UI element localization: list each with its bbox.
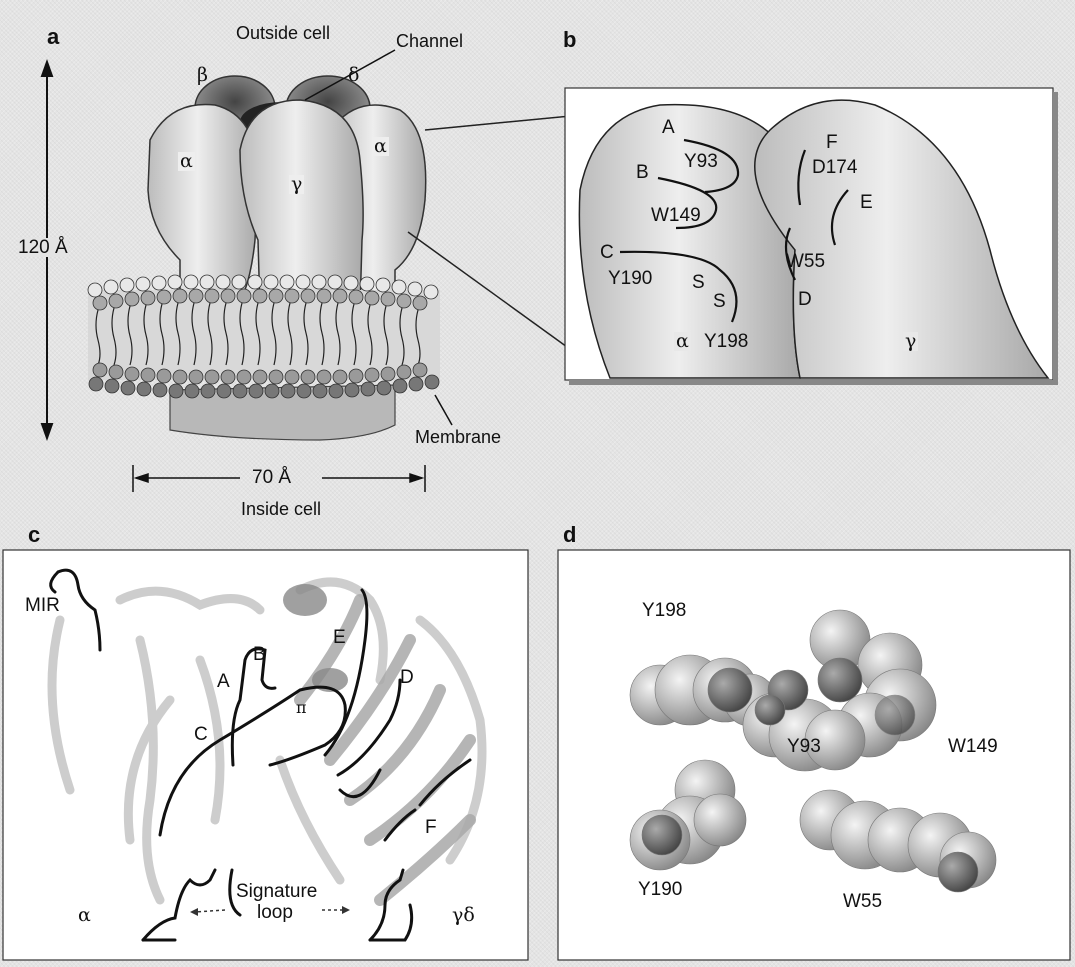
alpha-left-subunit-label: α [178,152,195,171]
loop-label: loop [255,903,295,922]
loop-e-c-label: E [333,628,346,647]
disulfide-s1-label: S [692,273,705,292]
panel-d-label: d [563,522,576,548]
alpha-right-subunit-label: α [372,137,389,156]
loop-f-c-label: F [425,818,437,837]
alpha-subunit-b-label: α [674,332,691,351]
pi-label: π [296,700,307,716]
loop-c-c-label: C [194,725,208,744]
residue-w55-label: W55 [786,252,825,271]
loop-b-c-label: B [253,645,266,664]
panel-b-label: b [563,27,576,53]
loop-d-c-label: D [400,668,414,687]
loop-a-c-label: A [217,672,230,691]
residue-w149-label: W149 [651,206,701,225]
loop-f-label: F [826,133,838,152]
mir-label: MIR [25,596,60,615]
beta-subunit-label: β [197,66,208,85]
residue-y190-d-label: Y190 [638,880,682,899]
delta-subunit-label: δ [348,66,359,85]
width-label: 70 Å [252,468,291,487]
residue-y190-label: Y190 [608,269,652,288]
disulfide-s2-label: S [713,292,726,311]
loop-b-label: B [636,163,649,182]
loop-d-label: D [798,290,812,309]
residue-y93-d-label: Y93 [787,737,821,756]
loop-e-label: E [860,193,873,212]
gamma-subunit-label: γ [289,175,304,194]
gamma-delta-c-label: γδ [452,906,475,925]
inside-cell-label: Inside cell [241,500,321,518]
residue-y198-label: Y198 [704,332,748,351]
loop-c-label: C [600,243,614,262]
gamma-subunit-b-label: γ [903,332,918,351]
height-label: 120 Å [18,238,68,257]
residue-y198-d-label: Y198 [642,601,686,620]
panel-c-label: c [28,522,40,548]
residue-w55-d-label: W55 [843,892,882,911]
alpha-c-label: α [78,906,91,925]
residue-d174-label: D174 [812,158,857,177]
membrane-label: Membrane [415,428,501,446]
membrane-bilayer [88,275,440,398]
residue-y93-label: Y93 [684,152,718,171]
loop-a-label: A [662,118,675,137]
signature-label: Signature [234,882,319,901]
residue-w149-d-label: W149 [948,737,998,756]
